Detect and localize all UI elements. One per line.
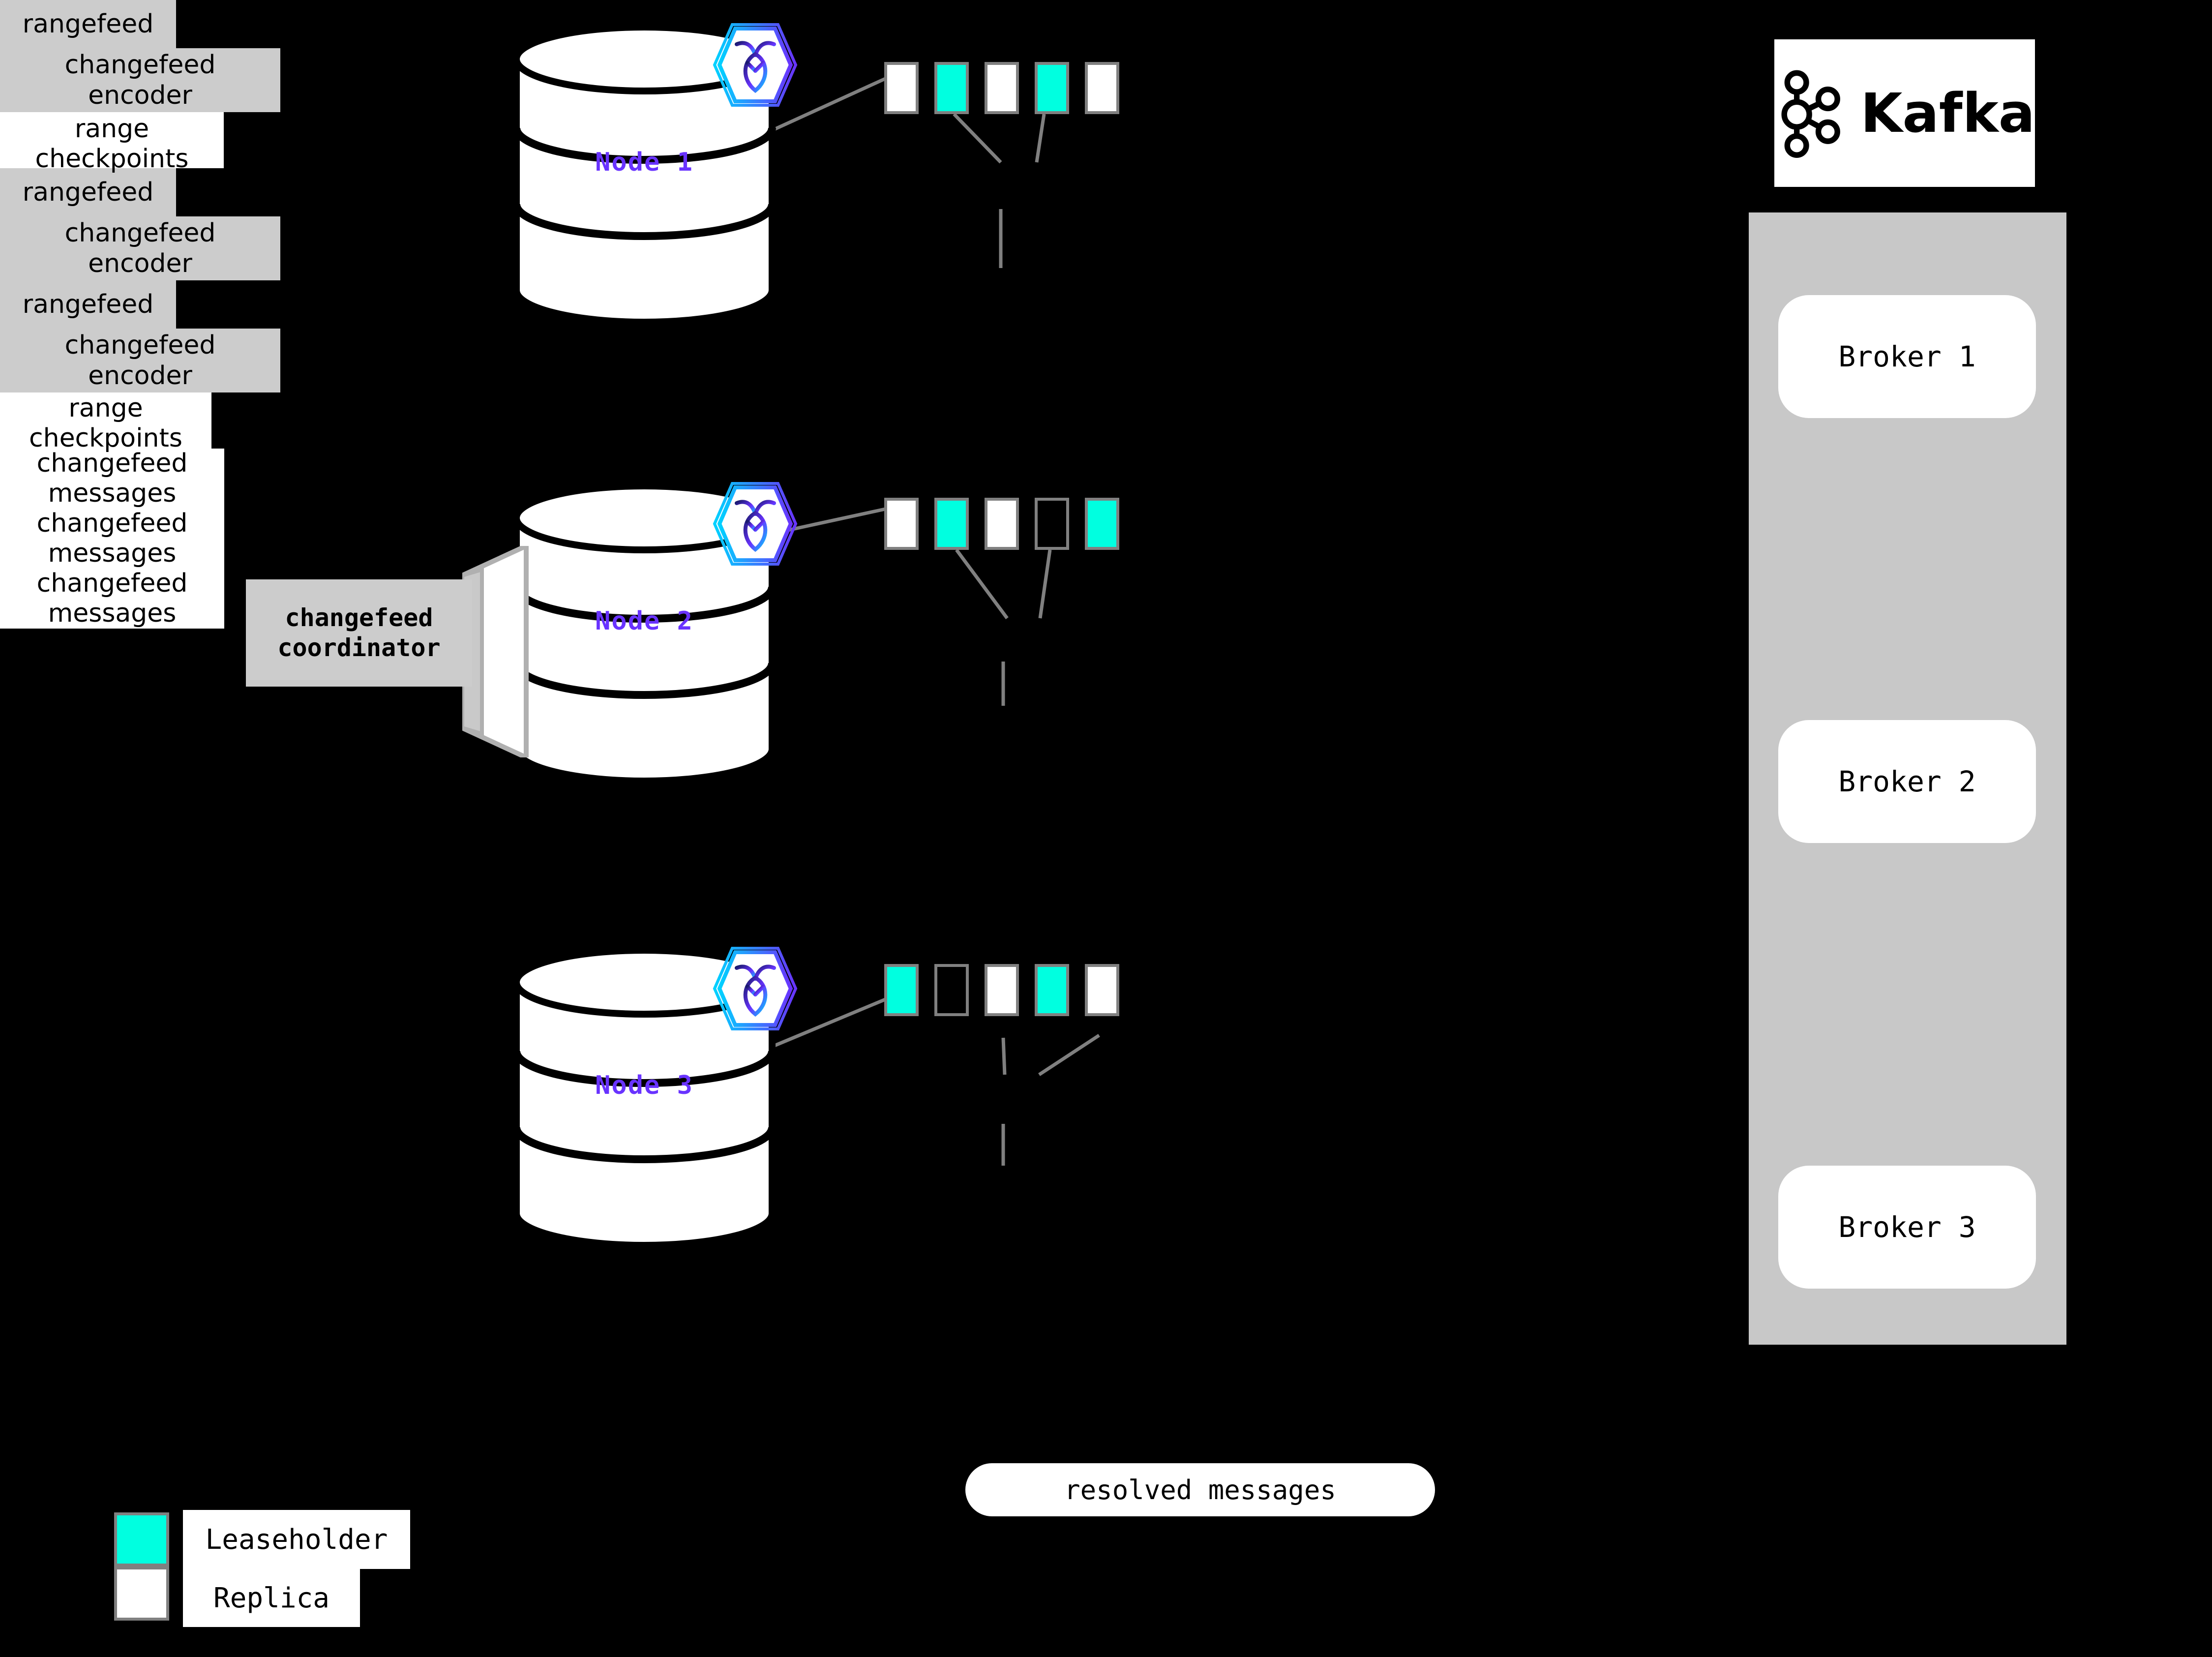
cockroachdb-hexagon-icon — [712, 475, 798, 575]
range-replica[interactable] — [884, 498, 919, 550]
kafka-broker-2[interactable]: Broker 2 — [1778, 720, 2036, 843]
range-replica[interactable] — [985, 964, 1019, 1016]
legend-label-leaseholder: Leaseholder — [183, 1510, 410, 1569]
node-2-changefeed-encoder-box[interactable]: changefeed encoder — [0, 216, 280, 280]
cockroachdb-hexagon-icon — [712, 939, 798, 1040]
node-1-cylinder: Node 1 — [511, 22, 777, 327]
range-replica[interactable] — [1085, 62, 1119, 114]
range-empty[interactable] — [934, 964, 969, 1016]
node-2-label: Node 2 — [595, 606, 693, 636]
node-3-range-checkpoints-label: range checkpoints — [0, 392, 211, 453]
node-3-label: Node 3 — [595, 1071, 693, 1100]
resolved-messages-pill[interactable]: resolved messages — [965, 1463, 1435, 1516]
range-replica[interactable] — [985, 498, 1019, 550]
range-leaseholder[interactable] — [934, 498, 969, 550]
range-leaseholder[interactable] — [934, 62, 969, 114]
changefeed-messages-label-2: changefeed messages — [0, 509, 224, 569]
range-replica[interactable] — [884, 62, 919, 114]
legend-swatch-replica — [114, 1567, 169, 1621]
node-3-rangefeed-box[interactable]: rangefeed — [0, 280, 176, 329]
node-1-rangefeed-box[interactable]: rangefeed — [0, 0, 176, 48]
kafka-node-graph-icon — [1781, 70, 1840, 158]
kafka-broker-1[interactable]: Broker 1 — [1778, 295, 2036, 418]
node-2-cylinder: Node 2 — [511, 481, 777, 786]
legend-label-replica: Replica — [183, 1569, 360, 1627]
kafka-wordmark: Kafka — [1860, 82, 2035, 145]
range-leaseholder[interactable] — [1035, 62, 1069, 114]
node-1-label: Node 1 — [595, 148, 693, 177]
kafka-broker-panel: Broker 1 Broker 2 Broker 3 — [1749, 212, 2066, 1345]
changefeed-coordinator-wedge — [462, 546, 529, 757]
changefeed-messages-label-3: changefeed messages — [0, 569, 224, 629]
node-3-cylinder: Node 3 — [511, 945, 777, 1250]
node-1-changefeed-encoder-box[interactable]: changefeed encoder — [0, 48, 280, 112]
node-1-range-checkpoints-label: range checkpoints — [0, 112, 224, 174]
node-2-rangefeed-box[interactable]: rangefeed — [0, 168, 176, 216]
kafka-broker-3[interactable]: Broker 3 — [1778, 1166, 2036, 1289]
node-3-changefeed-encoder-box[interactable]: changefeed encoder — [0, 329, 280, 392]
changefeed-coordinator-box[interactable]: changefeed coordinator — [246, 579, 472, 687]
changefeed-messages-label-1: changefeed messages — [0, 449, 224, 509]
range-leaseholder[interactable] — [1085, 498, 1119, 550]
range-replica[interactable] — [985, 62, 1019, 114]
range-leaseholder[interactable] — [884, 964, 919, 1016]
range-replica[interactable] — [1085, 964, 1119, 1016]
range-leaseholder[interactable] — [1035, 964, 1069, 1016]
cockroachdb-hexagon-icon — [712, 16, 798, 116]
range-empty[interactable] — [1035, 498, 1069, 550]
legend-swatch-leaseholder — [114, 1512, 169, 1567]
kafka-logo: Kafka — [1774, 39, 2035, 187]
